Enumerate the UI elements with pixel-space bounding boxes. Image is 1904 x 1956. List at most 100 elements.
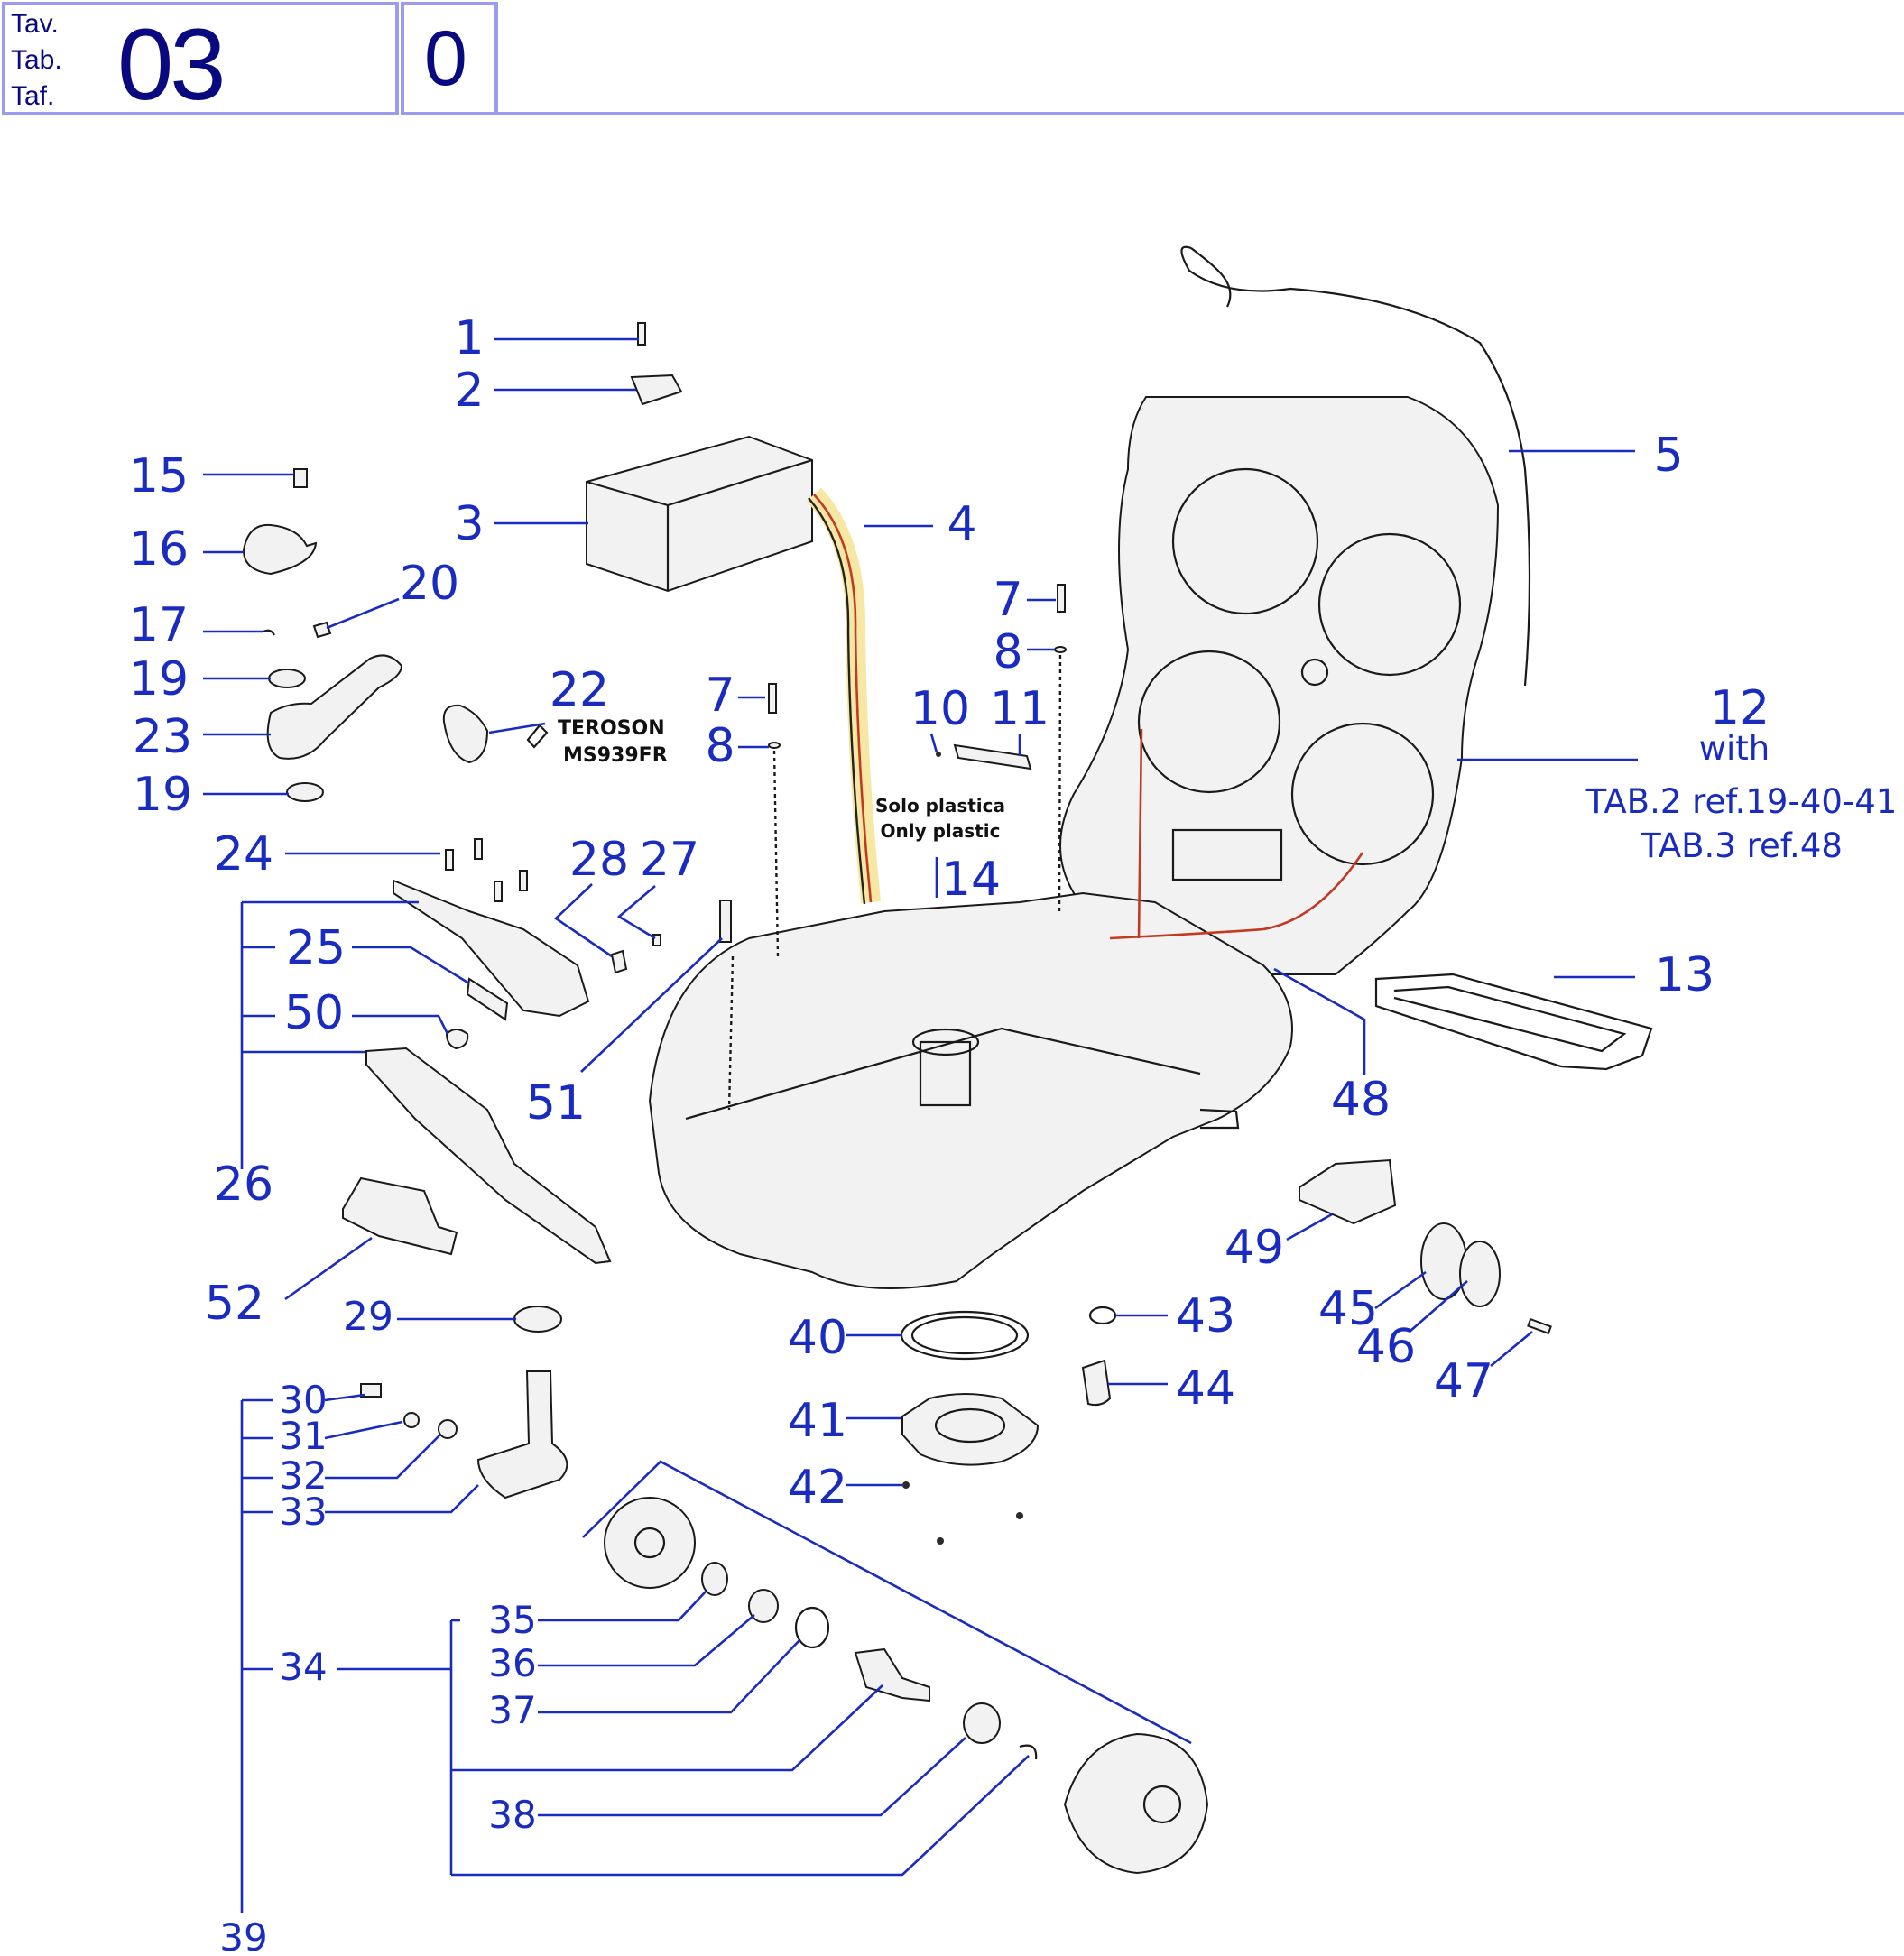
- callout-28: 28: [569, 833, 629, 887]
- part-drawings: [242, 245, 1653, 1875]
- callout-42: 42: [788, 1461, 847, 1515]
- ref12-note-tab3: TAB.3 ref.48: [1640, 826, 1843, 865]
- part-33-caster: [476, 1370, 568, 1499]
- part-30-bolt: [360, 1383, 382, 1398]
- taf-label: Taf.: [11, 81, 55, 111]
- callout-20: 20: [400, 557, 459, 611]
- wheel-bore: [1142, 1785, 1182, 1824]
- table-number-box: Tav. Tab. Taf. 03: [2, 2, 399, 115]
- part-16-knob: [242, 523, 318, 576]
- callout-15: 15: [129, 449, 189, 503]
- part-52-bracket: [342, 1176, 458, 1256]
- part-3-battery: [586, 435, 813, 593]
- base-motor-top: [911, 1028, 980, 1056]
- callout-38: 38: [488, 1793, 536, 1837]
- part-44-plug: [1081, 1359, 1112, 1407]
- callout-1: 1: [454, 311, 484, 365]
- table-number: 03: [117, 8, 226, 121]
- base-inner-rim: [685, 1027, 1201, 1121]
- part-17-clip: [263, 629, 275, 636]
- callout-39: 39: [219, 1915, 267, 1956]
- callout-5: 5: [1653, 429, 1683, 483]
- revision-box: 0: [401, 2, 498, 115]
- callout-14: 14: [941, 853, 1001, 907]
- sealant-brand: TEROSON: [558, 717, 665, 740]
- part-34-axle: [854, 1647, 930, 1702]
- part-37-oring: [794, 1606, 830, 1649]
- part-51-bar: [719, 900, 732, 943]
- part-42-screw-1: [902, 1481, 910, 1489]
- part-41-flange: [901, 1393, 1040, 1466]
- part-11-plate: [953, 743, 1032, 770]
- part-4-harness-red: [813, 494, 873, 903]
- callout-19-top: 19: [129, 652, 189, 706]
- callout-40: 40: [788, 1311, 847, 1365]
- callout-52: 52: [205, 1277, 264, 1331]
- lid-filter-ring-2: [1317, 532, 1462, 677]
- callout-24: 24: [214, 827, 273, 881]
- callout-30: 30: [279, 1378, 327, 1422]
- callout-36: 36: [488, 1641, 536, 1685]
- note-only-plastic: Only plastic: [881, 820, 1001, 842]
- part-4-harness-highlight: [806, 487, 881, 904]
- battery-edges: [586, 458, 813, 591]
- part-40-seal-inner: [910, 1315, 1019, 1355]
- part-19-bearing-top: [268, 669, 306, 688]
- part-8-washer-right: [1054, 646, 1067, 653]
- part-50-spring: [445, 1029, 469, 1050]
- part-13-frame: [1374, 973, 1653, 1071]
- base-shaft-stub: [1199, 1108, 1240, 1130]
- part-38-bearing: [963, 1702, 1001, 1744]
- callout-16: 16: [129, 522, 189, 577]
- callout-3: 3: [454, 497, 484, 551]
- callout-35: 35: [488, 1598, 536, 1642]
- lid-filter-ring-4: [1290, 722, 1435, 866]
- part-31-nut: [403, 1412, 420, 1428]
- part-49-bracket: [1299, 1158, 1397, 1225]
- part-41-flange-hole: [934, 1407, 1006, 1444]
- part-47-screw: [1527, 1317, 1552, 1335]
- part-28-switch: [610, 949, 628, 974]
- callout-48: 48: [1331, 1073, 1391, 1127]
- part-42-screw-3: [937, 1537, 944, 1545]
- callout-50: 50: [284, 986, 344, 1040]
- callout-26: 26: [214, 1158, 273, 1212]
- part-46-bushing: [1459, 1241, 1501, 1307]
- callout-23: 23: [133, 710, 192, 764]
- callout-17: 17: [129, 598, 189, 652]
- callout-12: 12: [1710, 681, 1770, 735]
- callout-31: 31: [279, 1414, 327, 1458]
- part-35-ring: [701, 1562, 728, 1596]
- part-24-screw-1: [445, 849, 454, 871]
- callout-8-right: 8: [993, 625, 1022, 679]
- sealant-code: MS939FR: [563, 744, 668, 767]
- callout-numbers: 1 2 3 4 5 7 8 7 8 10 11 12 13 14 15 16 1…: [129, 311, 1770, 1956]
- callout-7-left: 7: [705, 669, 735, 723]
- part-15-screw: [293, 468, 308, 488]
- part-36-seal: [748, 1589, 779, 1623]
- callout-47: 47: [1434, 1354, 1493, 1408]
- callout-51: 51: [526, 1076, 586, 1130]
- part-26-lever-upper: [393, 879, 590, 1018]
- part-24-screw-4: [494, 881, 503, 902]
- frame-inner: [1393, 985, 1627, 1053]
- part-27-pin: [652, 934, 661, 946]
- leader-lines: [203, 337, 1638, 1913]
- part-wheel: [1063, 1732, 1209, 1875]
- part-23-arm: [266, 654, 403, 760]
- part-22-grommet: [442, 704, 489, 764]
- part-1-screw: [637, 322, 646, 346]
- revision-number: 0: [424, 15, 467, 102]
- part-12-lid: [1059, 396, 1500, 975]
- part-39-hub-bore: [633, 1527, 666, 1559]
- part-32-washer: [438, 1419, 458, 1439]
- part-43-oring: [1088, 1306, 1117, 1325]
- part-24-screw-3: [519, 870, 528, 891]
- part-19-bearing-bottom: [286, 782, 324, 802]
- callout-11: 11: [990, 682, 1049, 736]
- callout-13: 13: [1655, 948, 1715, 1002]
- part-39-hub: [604, 1497, 696, 1589]
- note-solo-plastica: Solo plastica: [875, 795, 1005, 817]
- part-7-screw-left: [768, 683, 777, 714]
